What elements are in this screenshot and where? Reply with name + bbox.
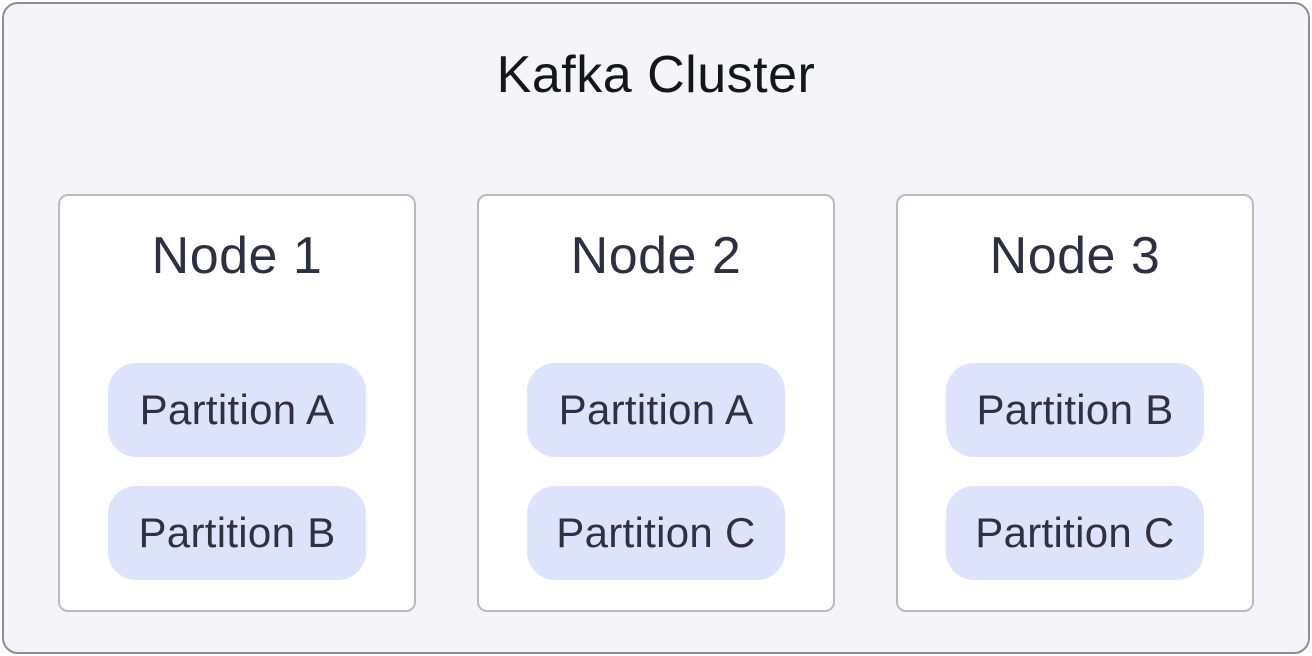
partition-pill: Partition B	[946, 363, 1204, 457]
node-title: Node 3	[989, 227, 1161, 285]
partition-list: Partition A Partition C	[527, 363, 785, 580]
partition-list: Partition B Partition C	[946, 363, 1204, 580]
partition-pill: Partition C	[946, 486, 1204, 580]
partition-list: Partition A Partition B	[108, 363, 366, 580]
nodes-row: Node 1 Partition A Partition B Node 2 Pa…	[4, 194, 1308, 612]
node-card-2: Node 2 Partition A Partition C	[477, 194, 835, 612]
partition-pill: Partition A	[108, 363, 366, 457]
node-title: Node 1	[151, 227, 323, 285]
node-card-1: Node 1 Partition A Partition B	[58, 194, 416, 612]
cluster-title: Kafka Cluster	[496, 46, 816, 104]
node-card-3: Node 3 Partition B Partition C	[896, 194, 1254, 612]
node-title: Node 2	[570, 227, 742, 285]
partition-pill: Partition A	[527, 363, 785, 457]
partition-pill: Partition B	[108, 486, 366, 580]
partition-pill: Partition C	[527, 486, 785, 580]
